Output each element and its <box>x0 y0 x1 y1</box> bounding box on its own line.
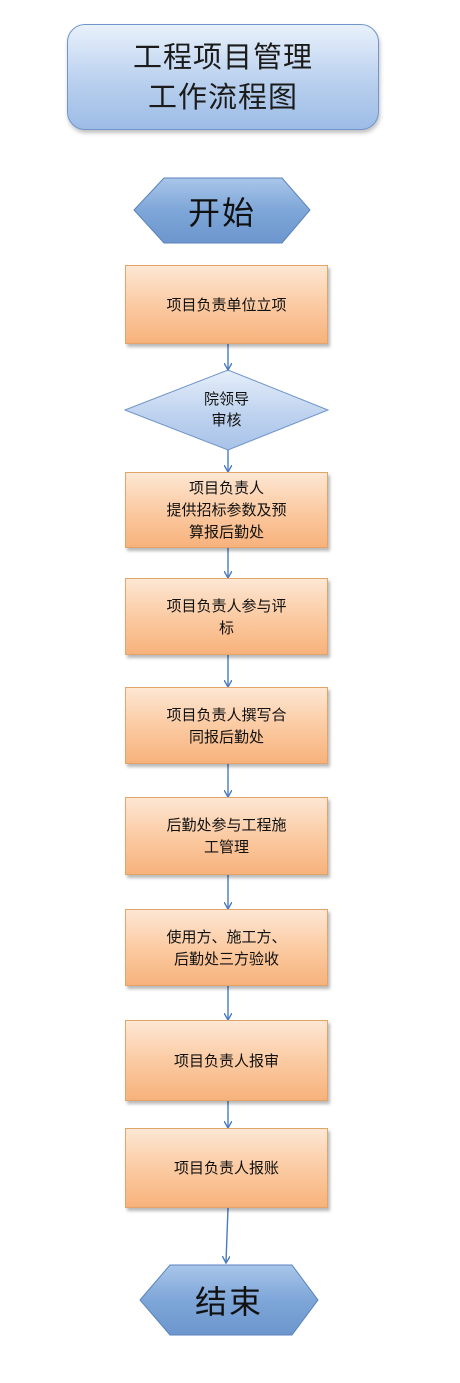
start-label: 开始 <box>187 193 256 232</box>
step-text: 项目负责人 提供招标参数及预 算报后勤处 <box>166 479 287 541</box>
decision-diamond <box>123 369 330 451</box>
decision-line-2: 审核 <box>211 411 242 429</box>
step-box: 项目负责单位立项 <box>125 265 328 344</box>
connector-arrow <box>226 1207 228 1262</box>
step-text: 项目负责单位立项 <box>166 295 287 314</box>
step-box: 使用方、施工方、 后勤处三方验收 <box>125 909 328 986</box>
step-text: 使用方、施工方、 后勤处三方验收 <box>166 927 287 968</box>
step-box: 项目负责人 提供招标参数及预 算报后勤处 <box>125 472 328 548</box>
decision-line-1: 院领导 <box>203 390 249 408</box>
step-text: 项目负责人撰写合 同报后勤处 <box>166 705 287 746</box>
step-box: 项目负责人参与评 标 <box>125 578 328 655</box>
title-line-1: 工程项目管理 <box>132 40 313 74</box>
end-hexagon <box>139 1264 319 1336</box>
decision-label: 院领导 审核 <box>125 370 328 450</box>
step-text: 项目负责人报审 <box>173 1051 279 1070</box>
end-label: 结束 <box>194 1283 263 1321</box>
start-hexagon <box>133 177 311 244</box>
step-text: 项目负责人报账 <box>173 1159 279 1177</box>
step-box: 项目负责人撰写合 同报后勤处 <box>125 687 328 764</box>
step-text: 后勤处参与工程施 工管理 <box>166 816 287 856</box>
title-line-2: 工作流程图 <box>147 80 298 114</box>
step-text: 项目负责人参与评 标 <box>166 596 287 637</box>
step-box: 项目负责人报审 <box>125 1020 328 1101</box>
diagram-title: 工程项目管理 工作流程图 <box>67 24 379 130</box>
step-box: 后勤处参与工程施 工管理 <box>125 797 328 875</box>
step-box: 项目负责人报账 <box>125 1128 328 1208</box>
